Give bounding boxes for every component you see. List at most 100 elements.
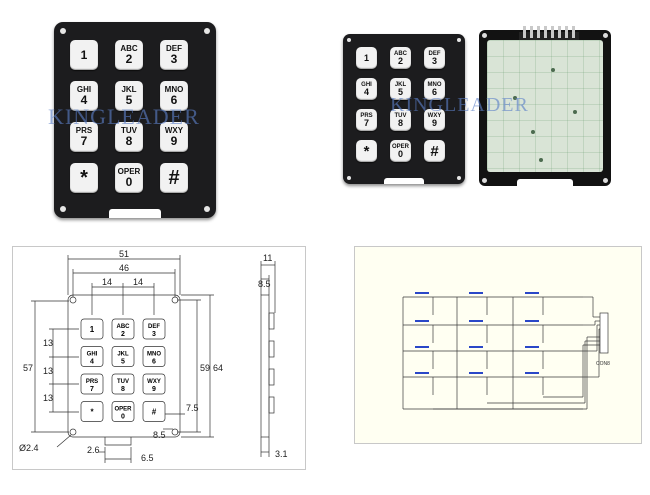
watermark-text: KINGLEADER — [390, 94, 529, 116]
keypad-switch — [415, 320, 434, 343]
mount-hole — [60, 28, 66, 34]
key-letters: WXY — [164, 126, 184, 135]
keypad-notch — [384, 178, 424, 184]
dim-notch-offset: 2.6 — [87, 445, 100, 455]
drawing-key-digit: * — [90, 408, 94, 417]
drawing-key-digit: # — [152, 408, 157, 417]
key-digit: 0 — [397, 148, 403, 159]
drawing-key-letters: WXY — [147, 379, 161, 385]
drawing-key-letters: MNO — [147, 352, 161, 358]
mount-hole — [204, 28, 210, 34]
key-letters: GHI — [361, 81, 372, 88]
drawing-key-letters: JKL — [117, 352, 129, 358]
key-digit: 4 — [80, 93, 88, 107]
drawing-key-letters: TUV — [117, 379, 129, 385]
dimension-drawing: 51 46 14 14 57 13 13 13 59 64 7.5 8.5 Ø2… — [12, 246, 306, 470]
connector-label: CON8 — [596, 361, 610, 367]
key-digit: 1 — [80, 48, 88, 62]
dim-notch-width: 6.5 — [141, 453, 154, 463]
keypad-switch — [469, 372, 488, 395]
key-letters: DEF — [428, 50, 441, 57]
key-letters: TUV — [394, 112, 407, 119]
dim-key-pitch-right: 14 — [133, 277, 143, 287]
drawing-key: # — [142, 401, 166, 422]
pcb-via — [539, 158, 543, 162]
keypad-switch — [525, 320, 544, 343]
dim-height-left: 57 — [23, 363, 33, 373]
pcb-via — [513, 96, 517, 100]
dim-inner-width: 46 — [119, 263, 129, 273]
dim-row-pitch-2: 13 — [43, 366, 53, 376]
key-letters: JKL — [121, 85, 137, 94]
keypad-notch — [109, 209, 161, 218]
keypad-schematic: CON8 — [354, 246, 642, 444]
dim-row-pitch-1: 13 — [43, 338, 53, 348]
key-digit: 7 — [363, 117, 369, 128]
drawing-key-digit: 0 — [121, 414, 125, 421]
key-digit: 4 — [363, 86, 369, 97]
keypad-key: 1 — [70, 40, 98, 70]
key-letters: PRS — [75, 126, 93, 135]
drawing-key: * — [80, 401, 104, 422]
keypad-switch — [525, 372, 544, 395]
connector-con8 — [599, 312, 609, 354]
key-digit: 2 — [397, 55, 403, 66]
keypad-switch — [415, 346, 434, 369]
keypad-switch — [469, 320, 488, 343]
keypad-key: * — [356, 140, 377, 162]
mount-hole — [603, 33, 608, 38]
drawing-key-letters: ABC — [117, 324, 131, 330]
mount-hole — [482, 178, 487, 183]
connector-pin — [544, 26, 547, 38]
mount-hole — [204, 206, 210, 212]
key-digit: # — [168, 167, 180, 189]
drawing-key-digit: 6 — [152, 359, 156, 366]
keypad-switch — [415, 372, 434, 395]
dim-overall-height: 64 — [213, 363, 223, 373]
key-digit: * — [363, 142, 370, 160]
key-digit: 8 — [125, 134, 133, 148]
drawing-key-digit: 1 — [90, 325, 95, 334]
key-letters: ABC — [394, 50, 407, 57]
dim-row-pitch-3: 13 — [43, 393, 53, 403]
drawing-key: 1 — [80, 318, 104, 340]
connector-pin — [537, 26, 540, 38]
drawing-key-digit: 8 — [121, 386, 125, 393]
key-letters: MNO — [427, 81, 442, 88]
mount-hole — [347, 38, 351, 42]
key-digit: 8 — [397, 117, 403, 128]
pcb-board — [487, 40, 603, 172]
keypad-switch — [469, 346, 488, 369]
keypad-switch — [469, 292, 488, 315]
dim-key-gap: 8.5 — [153, 430, 166, 440]
drawing-key-letters: GHI — [87, 352, 98, 358]
key-digit: 5 — [397, 86, 403, 97]
key-digit: 5 — [125, 93, 133, 107]
key-digit: 7 — [80, 134, 88, 148]
drawing-key-digit: 5 — [121, 359, 125, 366]
connector-pin — [551, 26, 554, 38]
